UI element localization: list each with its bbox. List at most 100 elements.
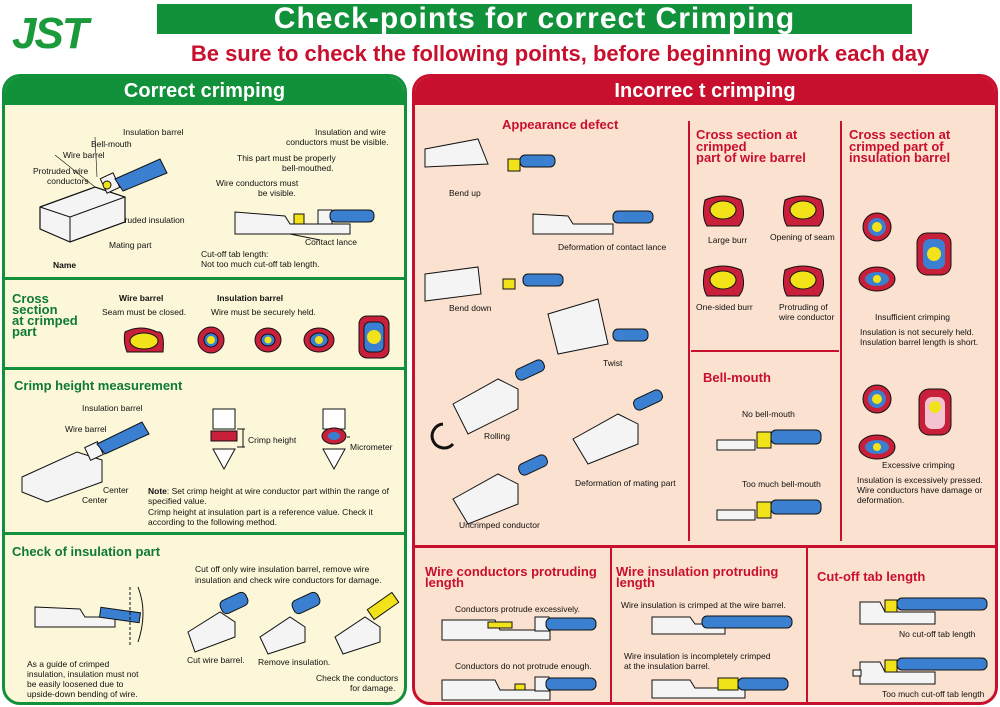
label-one-sided-burr: One-sided burr bbox=[696, 302, 753, 312]
divider bbox=[610, 547, 612, 702]
label-ins-visible-2: conductors must be visible. bbox=[286, 137, 389, 147]
insufficient-line-1: Insulation is not securely held. bbox=[860, 327, 974, 337]
label-wire-barrel: Wire barrel bbox=[63, 150, 105, 160]
cross-section-title-2: section bbox=[12, 302, 58, 317]
check-line-1: Check the conductors bbox=[316, 673, 399, 683]
note-text-1: : Set crimp height at wire conductor par… bbox=[166, 486, 389, 496]
label-too-much-bell-mouth: Too much bell-mouth bbox=[742, 479, 821, 489]
label-insulation-barrel: Insulation barrel bbox=[123, 127, 184, 137]
wire-protruding-illustrations bbox=[441, 616, 597, 701]
cross-ins-illustrations bbox=[858, 212, 952, 460]
cross-wire-title-3: part of wire barrel bbox=[696, 150, 806, 165]
label-bend-up: Bend up bbox=[449, 188, 481, 198]
label-micrometer: Micrometer bbox=[350, 442, 393, 452]
cross-section-title-4: part bbox=[12, 324, 37, 339]
label-center-1: Center bbox=[103, 485, 129, 495]
label-large-burr: Large burr bbox=[708, 235, 748, 245]
note-line-3: Crimp height at insulation part is a ref… bbox=[148, 507, 373, 517]
label-opening-seam: Opening of seam bbox=[770, 232, 835, 242]
label-mating-part: Mating part bbox=[109, 240, 152, 250]
micrometer-illustration bbox=[210, 408, 350, 471]
divider bbox=[5, 532, 404, 535]
label-name: Name bbox=[53, 260, 77, 270]
cross-section-title-1: Cross bbox=[12, 291, 49, 306]
divider bbox=[5, 367, 404, 370]
label-no-bell-mouth: No bell-mouth bbox=[742, 409, 795, 419]
correct-crimping-title: Correct crimping bbox=[5, 77, 404, 105]
ins-protruding-title-1: Wire insulation protruding bbox=[616, 564, 779, 579]
label-protruded-wire-1: Protruded wire bbox=[33, 166, 89, 176]
cross-ins-title-3: insulation barrel bbox=[849, 150, 951, 165]
label-wire-visible-2: be visible. bbox=[258, 188, 296, 198]
divider bbox=[806, 547, 808, 702]
wire-protruding-title-2: length bbox=[425, 575, 464, 590]
excessive-line-3: deformation. bbox=[857, 495, 905, 505]
label-cutoff-1: Cut-off tab length: bbox=[201, 249, 269, 259]
guide-line-4: upside-down bending of wire. bbox=[27, 689, 138, 699]
cutoff-title: Cut-off tab length bbox=[817, 569, 926, 584]
divider bbox=[5, 277, 404, 280]
incorrect-crimping-title: Incorrec t crimping bbox=[415, 77, 995, 105]
cross-wire-illustrations bbox=[702, 195, 825, 297]
label-ins-at-wire-barrel: Wire insulation is crimped at the wire b… bbox=[621, 600, 786, 610]
label-twist: Twist bbox=[603, 358, 623, 368]
cross-wire-title-2: crimped bbox=[696, 139, 747, 154]
check-line-2: for damage. bbox=[350, 683, 396, 693]
label-remove-insulation: Remove insulation. bbox=[258, 657, 331, 667]
label-insufficient: Insufficient crimping bbox=[875, 312, 950, 322]
label-wire-visible-1: Wire conductors must bbox=[216, 178, 299, 188]
terminal-illustration bbox=[39, 136, 168, 243]
label-insulation-barrel-cs: Insulation barrel bbox=[217, 293, 284, 303]
label-center-2: Center bbox=[82, 495, 108, 505]
label-protrude-not-enough: Conductors do not protrude enough. bbox=[455, 661, 592, 671]
note-line-2: specified value. bbox=[148, 496, 207, 506]
terminal-side-illustration bbox=[234, 209, 375, 241]
label-contact-lance: Contact lance bbox=[305, 237, 357, 247]
label-bell-mouthed-1: This part must be properly bbox=[237, 153, 336, 163]
label-wire-barrel-ch: Wire barrel bbox=[65, 424, 107, 434]
instr-line-1: Cut off only wire insulation barrel, rem… bbox=[195, 564, 370, 574]
note-line-1: Note: Set crimp height at wire conductor… bbox=[148, 486, 389, 496]
divider bbox=[691, 350, 839, 352]
label-deformation-lance: Deformation of contact lance bbox=[558, 242, 667, 252]
incorrect-crimping-panel: Incorrec t crimping Appearance defect Be… bbox=[412, 74, 998, 705]
label-excessive: Excessive crimping bbox=[882, 460, 955, 470]
cross-ins-title-1: Cross section at bbox=[849, 127, 951, 142]
label-insulation-barrel-ch: Insulation barrel bbox=[82, 403, 143, 413]
incomplete-line-2: at the insulation barrel. bbox=[624, 661, 710, 671]
guide-line-2: insulation, insulation must not bbox=[27, 669, 139, 679]
label-seam-closed: Seam must be closed. bbox=[102, 307, 187, 317]
label-protruding-1: Protruding of bbox=[779, 302, 828, 312]
guide-line-3: be easily loosened due to bbox=[27, 679, 124, 689]
note-label: Note bbox=[148, 486, 167, 496]
incomplete-line-1: Wire insulation is incompletely crimped bbox=[624, 651, 771, 661]
appearance-illustrations bbox=[424, 138, 663, 525]
label-rolling: Rolling bbox=[484, 431, 510, 441]
ins-protruding-illustrations bbox=[651, 615, 793, 699]
correct-crimping-panel: Correct crimping Insulation barrel Bell-… bbox=[2, 74, 407, 705]
cross-ins-title-2: crimped part of bbox=[849, 139, 944, 154]
divider bbox=[415, 545, 995, 548]
cross-section-illustrations bbox=[123, 315, 390, 359]
page-title: Check-points for correct Crimping bbox=[157, 4, 912, 34]
jst-logo: JST bbox=[12, 9, 89, 58]
label-too-much-cutoff: Too much cut-off tab length bbox=[882, 689, 985, 699]
wire-protruding-title-1: Wire conductors protruding bbox=[425, 564, 597, 579]
divider bbox=[840, 121, 842, 541]
label-protruded-wire-2: conductors bbox=[47, 176, 89, 186]
excessive-line-1: Insulation is excessively pressed. bbox=[857, 475, 983, 485]
label-crimp-height: Crimp height bbox=[248, 435, 297, 445]
label-bend-down: Bend down bbox=[449, 303, 492, 313]
label-deformation-mating: Deformation of mating part bbox=[575, 478, 676, 488]
insulation-check-title: Check of insulation part bbox=[12, 544, 161, 559]
label-protruding-2: wire conductor bbox=[779, 312, 835, 322]
excessive-line-2: Wire conductors have damage or bbox=[857, 485, 983, 495]
label-wire-barrel-cs: Wire barrel bbox=[119, 293, 164, 303]
appearance-defect-title: Appearance defect bbox=[502, 117, 619, 132]
note-line-4: according to the following method. bbox=[148, 517, 277, 527]
insufficient-line-2: Insulation barrel length is short. bbox=[860, 337, 979, 347]
insulation-check-illustrations bbox=[34, 586, 400, 655]
crimp-height-title: Crimp height measurement bbox=[14, 378, 183, 393]
label-protruded-insulation: Protruded insulation bbox=[109, 215, 185, 225]
bell-mouth-title: Bell-mouth bbox=[703, 370, 771, 385]
